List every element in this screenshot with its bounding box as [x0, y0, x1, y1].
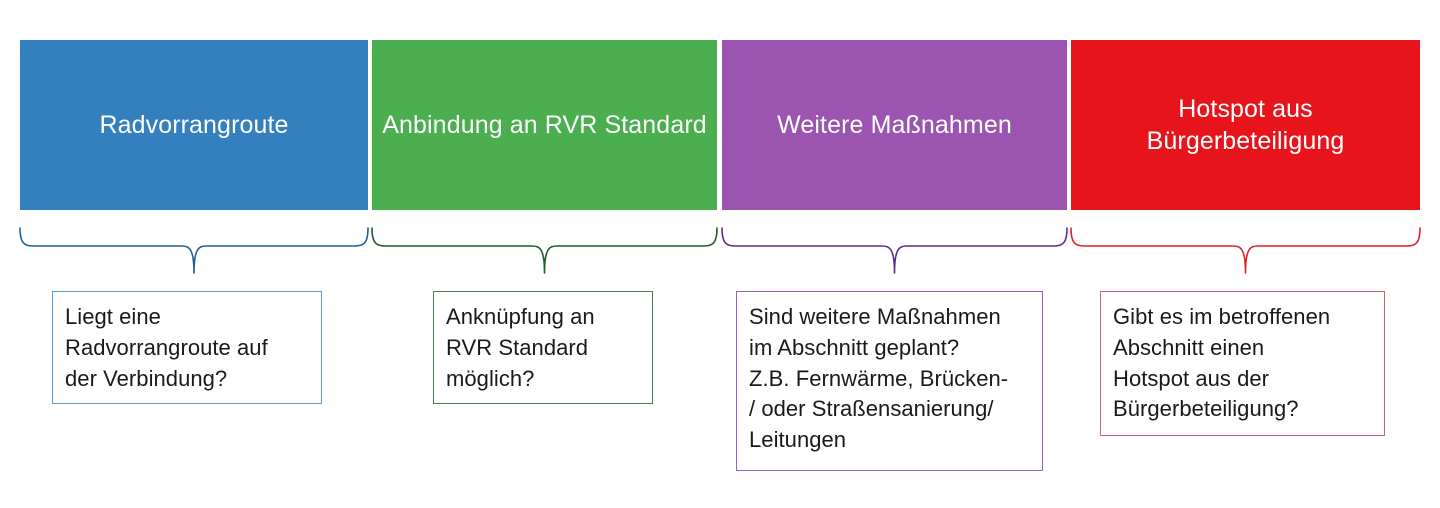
- brace-weitere-massnahmen: [721, 227, 1068, 274]
- header-bar-radvorrangroute[interactable]: Radvorrangroute: [20, 40, 368, 210]
- question-box-text: Liegt eine Radvorrangroute auf der Verbi…: [65, 304, 268, 391]
- question-box-anbindung-rvr-standard[interactable]: Anknüpfung an RVR Standard möglich?: [433, 291, 653, 404]
- question-box-text: Anknüpfung an RVR Standard möglich?: [446, 304, 595, 391]
- header-bar-label: Hotspot aus Bürgerbeteiligung: [1146, 95, 1345, 155]
- question-box-text: Sind weitere Maßnahmen im Abschnitt gepl…: [749, 304, 1009, 453]
- question-box-hotspot-buergerbeteiligung[interactable]: Gibt es im betroffenen Abschnitt einen H…: [1100, 291, 1385, 436]
- header-bar-label: Radvorrangroute: [99, 111, 289, 139]
- question-box-radvorrangroute[interactable]: Liegt eine Radvorrangroute auf der Verbi…: [52, 291, 322, 404]
- brace-hotspot-buergerbeteiligung: [1070, 227, 1421, 274]
- question-box-text: Gibt es im betroffenen Abschnitt einen H…: [1113, 304, 1331, 422]
- header-bar-label: Anbindung an RVR Standard: [382, 111, 707, 139]
- brace-radvorrangroute: [19, 227, 369, 274]
- header-bar-weitere-massnahmen[interactable]: Weitere Maßnahmen: [722, 40, 1067, 210]
- header-bar-anbindung-rvr-standard[interactable]: Anbindung an RVR Standard: [372, 40, 717, 210]
- header-bar-label: Weitere Maßnahmen: [777, 111, 1012, 139]
- brace-anbindung-rvr-standard: [371, 227, 718, 274]
- header-bar-hotspot-buergerbeteiligung[interactable]: Hotspot aus Bürgerbeteiligung: [1071, 40, 1420, 210]
- question-box-weitere-massnahmen[interactable]: Sind weitere Maßnahmen im Abschnitt gepl…: [736, 291, 1043, 471]
